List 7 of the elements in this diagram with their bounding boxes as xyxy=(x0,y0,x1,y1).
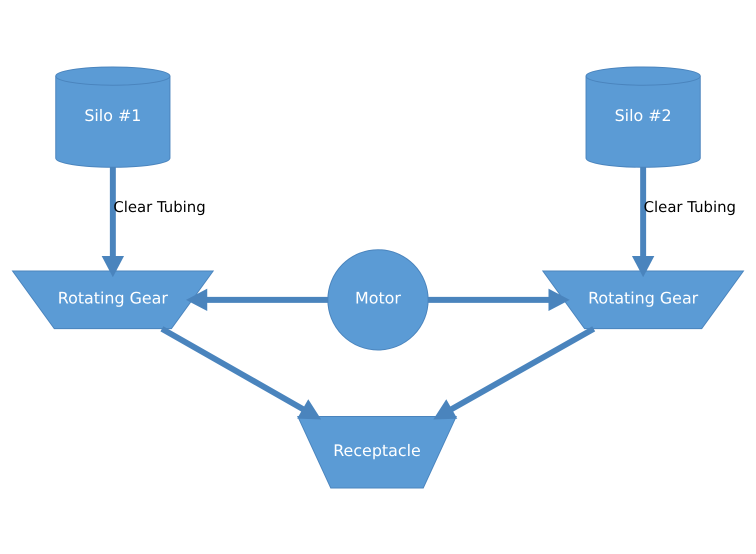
arrow xyxy=(186,288,328,311)
arrow xyxy=(160,326,322,420)
arrow xyxy=(102,167,124,277)
arrow xyxy=(632,167,654,277)
node-circle: Motor xyxy=(327,248,429,350)
arrow xyxy=(433,326,596,419)
arrow xyxy=(428,288,570,311)
